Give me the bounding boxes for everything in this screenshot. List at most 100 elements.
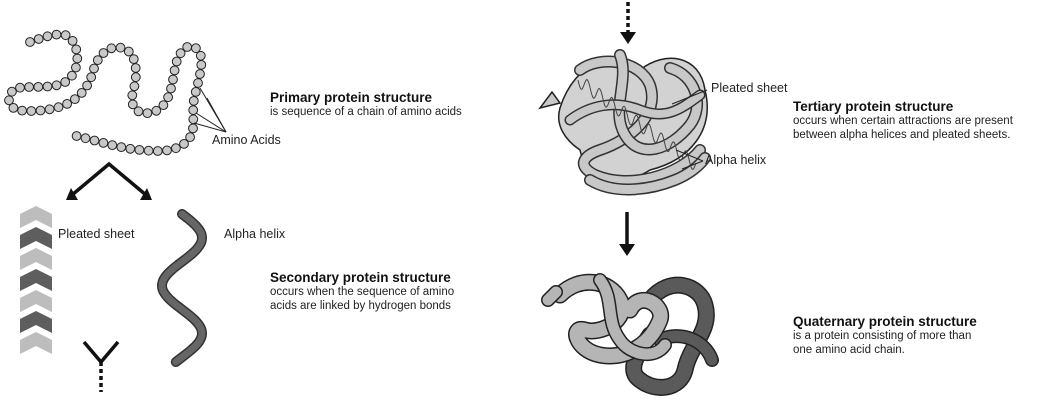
amino-acid-bead <box>15 82 25 93</box>
amino-acid-bead <box>171 143 181 154</box>
amino-acid-bead <box>188 123 198 134</box>
amino-acid-bead <box>185 132 196 143</box>
amino-acid-bead <box>6 86 17 97</box>
incoming-dashed-arrow <box>620 2 636 44</box>
amino-acid-bead <box>92 55 103 65</box>
amino-acid-bead <box>123 46 134 57</box>
secondary-structure-block: Secondary protein structure occurs when … <box>270 270 475 313</box>
amino-acid-bead <box>70 94 80 104</box>
amino-acid-bead <box>175 48 186 59</box>
amino-acid-bead <box>152 146 163 156</box>
amino-acid-bead <box>76 88 87 98</box>
amino-acid-bead <box>80 133 91 144</box>
amino-acid-bead <box>72 53 83 64</box>
amino-acid-bead <box>134 145 145 155</box>
amino-acid-bead <box>182 42 193 52</box>
amino-acid-bead <box>60 30 71 41</box>
tertiary-alpha-helix-label: Alpha helix <box>705 153 767 167</box>
amino-acid-bead <box>35 105 46 116</box>
amino-acid-bead <box>130 72 141 83</box>
quaternary-fold-shape <box>541 273 719 396</box>
amino-acid-bead <box>51 80 62 91</box>
pleated-sheet-segment <box>20 290 52 312</box>
amino-acid-bead <box>142 108 153 118</box>
amino-acid-pointer-lines <box>193 87 227 133</box>
tertiary-pleated-sheet-label: Pleated sheet <box>711 81 788 95</box>
amino-acid-bead <box>89 63 99 74</box>
pleated-sheet-segment <box>20 332 52 354</box>
amino-acid-bead <box>71 131 82 141</box>
pleated-sheet-segment <box>20 227 52 249</box>
amino-acid-bead <box>82 80 92 91</box>
left-arrow-head <box>66 188 78 200</box>
tertiary-pointer-lines <box>671 89 708 170</box>
amino-acid-bead <box>188 96 199 106</box>
amino-acid-bead <box>193 78 203 88</box>
primary-structure-description: is sequence of a chain of amino acids <box>270 106 462 118</box>
amino-acid-bead <box>42 81 53 92</box>
amino-acid-bead <box>86 72 97 83</box>
alpha-helix-label: Alpha helix <box>224 227 286 241</box>
secondary-structure-title: Secondary protein structure <box>270 270 451 285</box>
amino-acid-bead <box>33 34 44 44</box>
amino-acid-bead <box>115 42 126 53</box>
amino-acid-bead <box>171 56 182 67</box>
amino-acid-bead <box>190 87 201 97</box>
amino-acid-bead <box>128 54 139 64</box>
amino-acid-bead <box>25 37 35 47</box>
pleated-sheet-shape <box>20 206 52 354</box>
amino-acid-bead <box>17 105 28 116</box>
pleated-sheet-segment <box>20 269 52 291</box>
amino-acid-bead <box>60 77 71 87</box>
amino-acid-bead <box>169 65 180 76</box>
amino-acid-bead <box>26 106 37 116</box>
amino-acids-label: Amino Acids <box>212 133 281 147</box>
amino-acid-bead <box>143 145 154 156</box>
tertiary-fold-shape <box>538 49 711 196</box>
pleated-sheet-segment <box>20 248 52 270</box>
right-arrow-head <box>140 188 152 200</box>
amino-acid-bead <box>195 69 205 79</box>
amino-acid-bead <box>98 138 109 148</box>
alpha-helix-shape <box>156 209 208 367</box>
amino-acid-bead <box>127 99 138 110</box>
amino-acid-bead <box>195 50 206 61</box>
quaternary-structure-block: Quaternary protein structure is a protei… <box>793 314 978 357</box>
primary-structure-title: Primary protein structure <box>270 90 433 105</box>
primary-structure-block: Primary protein structure is sequence of… <box>270 90 530 120</box>
amino-acid-bead <box>67 70 77 81</box>
amino-acid-bead <box>51 29 62 40</box>
amino-acid-bead <box>106 43 117 54</box>
amino-acid-bead <box>129 81 140 92</box>
quaternary-structure-description: is a protein consisting of more than one… <box>793 330 972 356</box>
amino-acid-bead <box>89 135 100 146</box>
amino-acid-bead <box>24 82 35 92</box>
amino-acid-chain <box>4 29 207 156</box>
amino-acid-bead <box>130 63 141 73</box>
tertiary-structure-description: occurs when certain attractions are pres… <box>793 115 1013 141</box>
amino-acid-bead <box>133 106 144 117</box>
amino-acid-bead <box>67 36 78 46</box>
down-arrow <box>619 212 635 256</box>
amino-acid-bead <box>33 82 44 92</box>
pleated-sheet-segment <box>20 311 52 333</box>
amino-acid-bead <box>162 145 172 156</box>
amino-acid-bead <box>168 74 178 85</box>
merge-connector <box>82 340 120 392</box>
amino-acid-bead <box>71 44 82 55</box>
amino-acid-bead <box>71 62 81 73</box>
amino-acid-bead <box>166 83 176 94</box>
amino-acid-bead <box>179 139 189 149</box>
amino-acid-bead <box>151 105 162 116</box>
amino-acid-bead <box>98 48 109 58</box>
amino-acid-bead <box>163 92 174 103</box>
amino-acid-bead <box>107 140 118 151</box>
amino-acid-bead <box>42 31 53 42</box>
amino-acid-bead <box>125 143 136 154</box>
amino-acid-bead <box>116 142 127 153</box>
pleated-sheet-segment <box>20 206 52 228</box>
amino-acid-bead <box>196 60 207 70</box>
amino-acid-bead <box>53 102 64 113</box>
branch-arrows <box>70 161 148 197</box>
